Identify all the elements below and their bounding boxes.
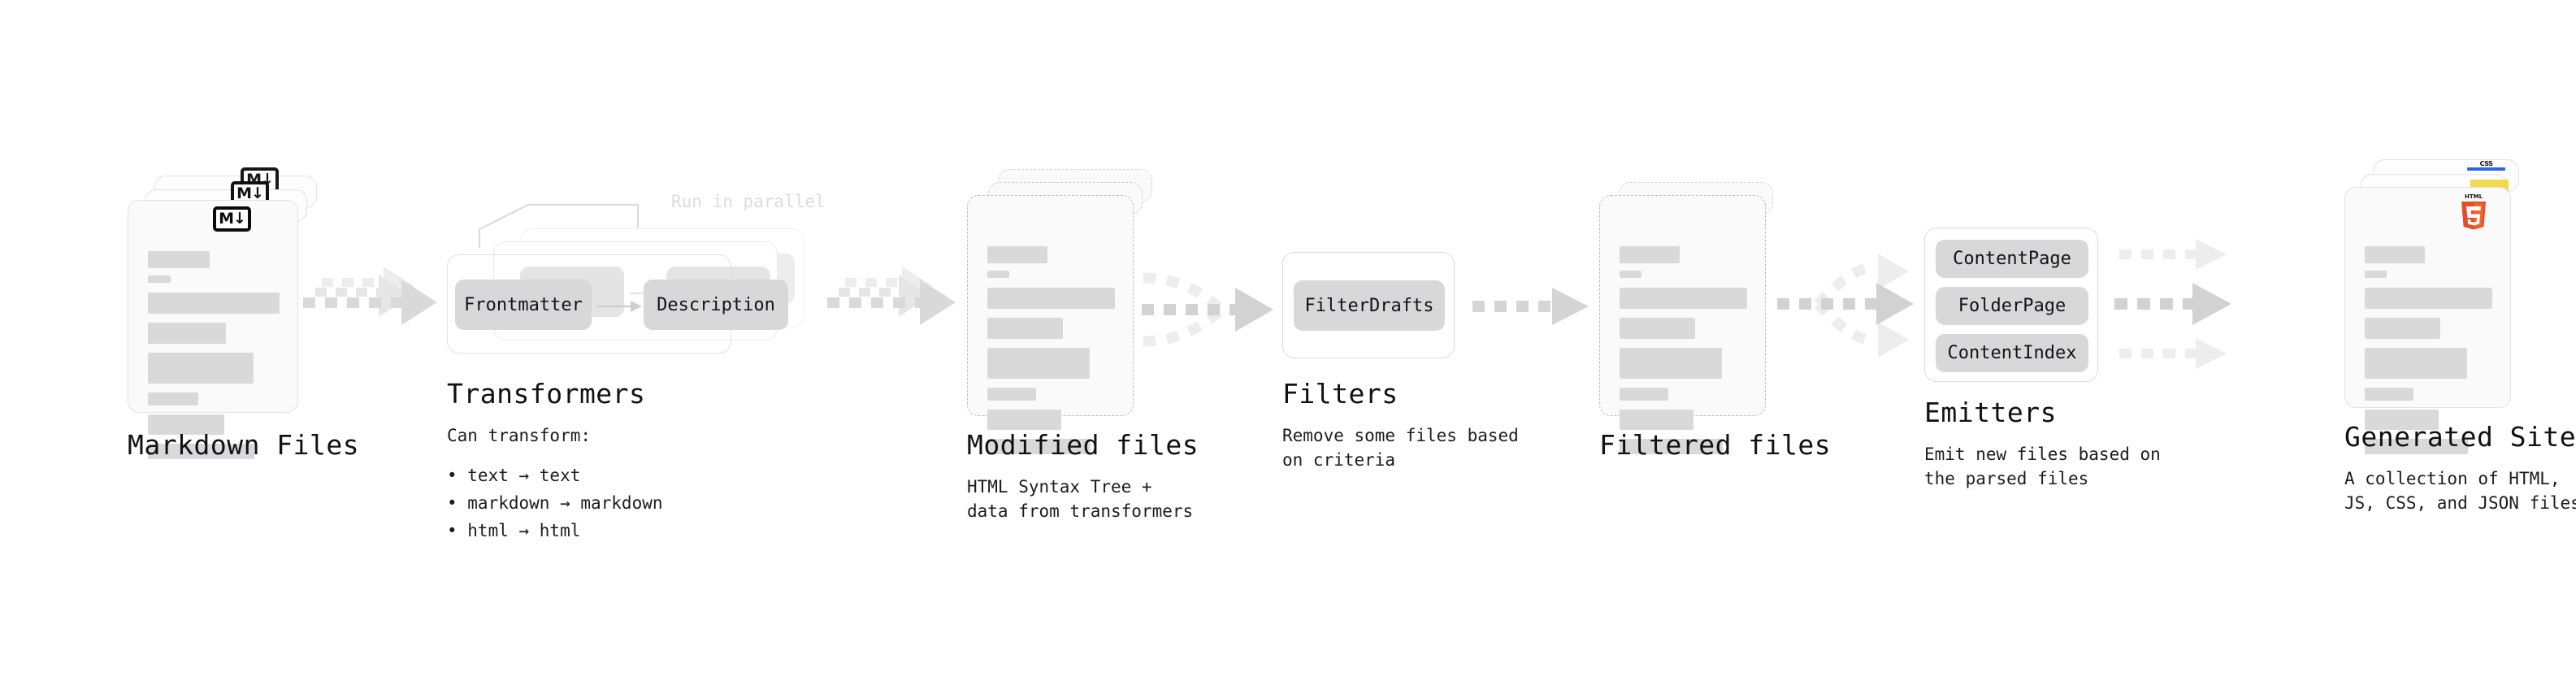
filtered-files-art [1560,0,1885,681]
modified-card-bars [987,246,1115,462]
generated-site-art: CSS HTML [2210,0,2576,681]
generated-site-heading: Generated Site [2344,421,2576,453]
connector-filtered-to-emitters [1777,254,1914,358]
transformers-bullet-1: • markdown → markdown [447,493,663,514]
emitters-pill-contentpage-label: ContentPage [1953,249,2071,269]
emitters-frame: ContentPage FolderPage ContentIndex [1924,228,2098,382]
stage-transformers: Run in parallel Frontmatter [439,0,829,681]
filtered-files-heading: Filtered files [1599,429,1832,461]
connector-emitters-to-site [2114,239,2231,369]
transformers-heading: Transformers [447,378,646,410]
generated-site-labels: Generated Site A collection of HTML, JS,… [2344,421,2576,516]
transformer-pill-frontmatter[interactable]: Frontmatter [455,280,592,330]
transformers-sub-intro: Can transform: [447,426,592,445]
modified-files-heading: Modified files [967,429,1199,461]
run-in-parallel-bracket [478,203,640,248]
transformers-bullets: • text → text • markdown → markdown • ht… [447,462,821,544]
filtered-files-labels: Filtered files [1599,429,1892,461]
modified-files-sub: HTML Syntax Tree + data from transformer… [967,477,1194,522]
transformer-pill-description-label: Description [657,294,775,315]
emitters-pill-contentindex-label: ContentIndex [1947,343,2077,363]
stage-markdown-files: M↓ M↓ M↓ Markdown Files [0,0,359,681]
modified-card-front [967,195,1134,454]
transformer-pill-description[interactable]: Description [644,280,788,330]
transformers-labels: Transformers Can transform: • text → tex… [447,378,821,544]
stage-modified-files: Modified files HTML Syntax Tree + data f… [935,0,1260,681]
transformers-bullet-2: • html → html [447,521,581,541]
connector-modified-to-filters [1142,272,1273,347]
emitters-pill-contentindex[interactable]: ContentIndex [1936,334,2088,372]
filtered-card-front [1599,195,1766,454]
stage-generated-site: CSS HTML [2210,0,2576,681]
modified-files-labels: Modified files HTML Syntax Tree + data f… [967,429,1260,524]
transformer-arrow-front [596,301,642,312]
stage-filters: FilterDrafts Filters Remove some files b… [1243,0,1568,681]
css-badge: CSS [2467,160,2505,173]
stage-filtered-files: Filtered files [1560,0,1885,681]
filters-heading: Filters [1282,378,1399,410]
emitters-sub: Emit new files based on the parsed files [1924,445,2161,489]
emitters-art: ContentPage FolderPage ContentIndex [1853,0,2194,681]
markdown-files-art: M↓ M↓ M↓ [0,0,341,681]
stage-emitters: ContentPage FolderPage ContentIndex Emit… [1853,0,2194,681]
connector-transformers-to-modified [827,267,956,325]
filters-frame: FilterDrafts [1282,252,1455,358]
filters-pill-filterdrafts[interactable]: FilterDrafts [1294,280,1445,331]
markdown-card-bars [148,251,280,466]
run-in-parallel-label: Run in parallel [671,192,826,211]
emitters-pill-contentpage[interactable]: ContentPage [1936,240,2088,278]
site-card-bars [2365,246,2492,462]
filters-sub: Remove some files based on criteria [1282,426,1519,471]
modified-files-art [935,0,1260,681]
markdown-badge-front: M↓ [213,206,251,232]
emitters-labels: Emitters Emit new files based on the par… [1924,397,2233,492]
transformer-pill-frontmatter-label: Frontmatter [464,294,583,315]
generated-site-sub: A collection of HTML, JS, CSS, and JSON … [2344,469,2576,514]
transformers-art: Run in parallel Frontmatter [439,0,829,681]
markdown-card-front [128,200,298,459]
markdown-files-labels: Markdown Files [128,429,359,461]
filtered-card-bars [1620,246,1747,462]
html5-icon: HTML [2461,193,2486,230]
emitters-heading: Emitters [1924,397,2057,428]
svg-text:HTML: HTML [2465,193,2483,200]
emitters-pill-folderpage[interactable]: FolderPage [1936,287,2088,325]
filters-art: FilterDrafts [1243,0,1568,681]
emitters-pill-folderpage-label: FolderPage [1958,296,2066,316]
filters-labels: Filters Remove some files based on crite… [1282,378,1575,473]
connector-md-to-transformers [303,267,437,325]
markdown-files-heading: Markdown Files [128,429,360,461]
filters-pill-filterdrafts-label: FilterDrafts [1304,295,1434,316]
connector-filters-to-filtered [1472,288,1589,325]
transformers-bullet-0: • text → text [447,466,581,486]
